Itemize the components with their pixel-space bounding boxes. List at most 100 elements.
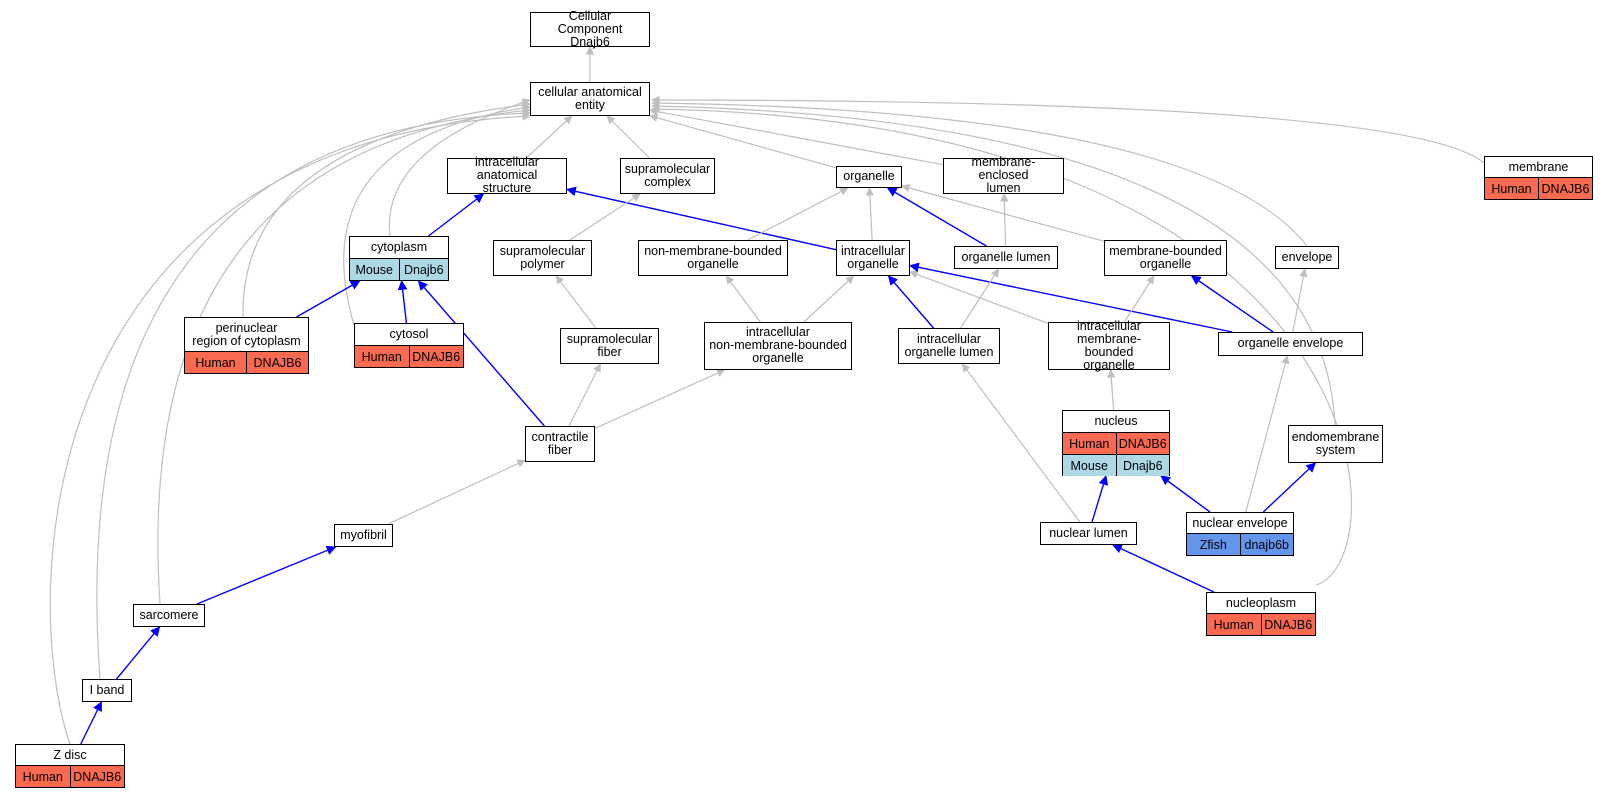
annotation-gene: DNAJB6	[1260, 614, 1316, 635]
is-a-edge	[606, 115, 650, 159]
part-of-edge	[886, 187, 987, 247]
annotation-organism: Human	[1213, 617, 1254, 632]
is-a-edge	[49, 112, 531, 745]
go-term-label: organelle lumen	[961, 249, 1051, 264]
go-term-label: organelle	[843, 169, 895, 183]
go-term-label: intracellular organelle lumen	[904, 331, 994, 359]
is-a-edge	[594, 369, 726, 429]
go-term-node[interactable]: intracellular non-membrane-bounded organ…	[704, 322, 852, 370]
is-a-edge	[961, 363, 1081, 523]
annotation-row: Human DNAJB6	[185, 351, 308, 373]
is-a-edge	[1000, 193, 1009, 247]
go-term-label: cytoplasm	[370, 240, 428, 254]
is-a-edge	[96, 109, 531, 680]
go-term-node[interactable]: myofibril	[334, 524, 393, 547]
part-of-edge	[80, 701, 103, 745]
is-a-edge	[343, 103, 531, 326]
go-term-label: envelope	[1281, 249, 1333, 264]
go-term-node[interactable]: intracellular membrane-bounded organelle	[1048, 318, 1170, 372]
annotation-organism: Human	[1491, 181, 1532, 196]
go-term-label: endomembrane system	[1291, 429, 1380, 457]
annotation-row: Zfish dnajb6b	[1187, 533, 1293, 555]
go-term-label: nuclear lumen	[1049, 525, 1128, 540]
annotation-row: Human DNAJB6	[1063, 432, 1169, 454]
go-term-label: cellular anatomical entity	[538, 84, 642, 112]
is-a-edge	[1245, 355, 1290, 513]
is-a-edge	[649, 113, 837, 169]
part-of-edge	[1091, 475, 1109, 523]
is-a-edge	[525, 115, 573, 159]
go-term-node[interactable]: organelle envelope	[1218, 332, 1363, 356]
annotation-gene: Dnajb6	[1115, 455, 1170, 476]
part-of-edge	[417, 280, 545, 427]
go-term-node[interactable]: intracellular organelle	[836, 240, 910, 276]
go-term-node[interactable]: intracellular organelle lumen	[898, 328, 1000, 364]
annotation-gene: DNAJB6	[69, 766, 125, 787]
go-term-node[interactable]: non-membrane-bounded organelle	[638, 240, 788, 276]
part-of-edge	[1190, 275, 1274, 333]
part-of-edge	[887, 275, 935, 329]
go-term-node[interactable]: cellular anatomical entity	[530, 82, 650, 116]
is-a-edge	[651, 95, 1485, 164]
is-a-edge	[725, 275, 761, 323]
annotation-gene: DNAJB6	[246, 352, 308, 373]
part-of-edge	[909, 262, 1233, 333]
part-of-edge	[1160, 475, 1211, 513]
annotation-organism: Zfish	[1199, 537, 1227, 552]
go-term-node[interactable]: organelle	[836, 166, 902, 188]
go-term-label: membrane	[1508, 159, 1569, 174]
go-term-node[interactable]: supramolecular complex	[620, 158, 715, 194]
annotation-organism: Human	[1069, 436, 1110, 451]
part-of-edge	[397, 280, 408, 324]
is-a-edge	[909, 270, 1049, 324]
go-term-node[interactable]: nuclear lumen	[1040, 522, 1137, 545]
go-term-node[interactable]: organelle lumen	[954, 246, 1058, 269]
is-a-edge	[865, 187, 875, 241]
annotation-gene: dnajb6b	[1239, 534, 1294, 555]
go-term-node[interactable]: endomembrane system	[1288, 425, 1383, 463]
go-term-label: membrane-enclosed lumen	[971, 155, 1036, 195]
go-term-node[interactable]: contractile fiber	[525, 426, 595, 462]
part-of-edge	[566, 186, 837, 251]
go-term-label: intracellular anatomical structure	[475, 155, 539, 195]
go-term-node[interactable]: supramolecular polymer	[493, 240, 592, 276]
annotation-organism: Human	[361, 349, 402, 364]
go-term-label: I band	[89, 682, 125, 697]
annotation-organism: Human	[195, 355, 236, 370]
is-a-edge	[901, 183, 1105, 242]
go-term-node[interactable]: membrane-bounded organelle	[1104, 240, 1227, 276]
is-a-edge	[1292, 268, 1308, 333]
is-a-edge	[1107, 369, 1116, 411]
is-a-edge	[960, 268, 1000, 329]
go-term-node[interactable]: membrane-enclosed lumen	[943, 155, 1064, 195]
go-term-node[interactable]: intracellular anatomical structure	[447, 155, 567, 195]
part-of-edge	[296, 280, 361, 318]
is-a-edge	[747, 187, 849, 241]
go-term-node[interactable]: supramolecular fiber	[560, 328, 659, 364]
is-a-edge	[568, 363, 601, 427]
is-a-edge	[651, 98, 1308, 247]
go-term-node[interactable]: envelope	[1275, 246, 1339, 269]
is-a-edge	[803, 275, 855, 323]
go-term-label: intracellular membrane-bounded organelle	[1077, 318, 1141, 372]
annotation-gene: DNAJB6	[1115, 433, 1170, 454]
go-term-node[interactable]: Cellular Component Dnajb6	[530, 9, 650, 48]
go-term-node[interactable]: I band	[82, 679, 132, 702]
go-term-label: Z disc	[53, 747, 87, 762]
go-term-node[interactable]: sarcomere	[133, 604, 205, 627]
part-of-edge	[1112, 544, 1215, 593]
go-term-label: nucleus	[1094, 414, 1138, 428]
